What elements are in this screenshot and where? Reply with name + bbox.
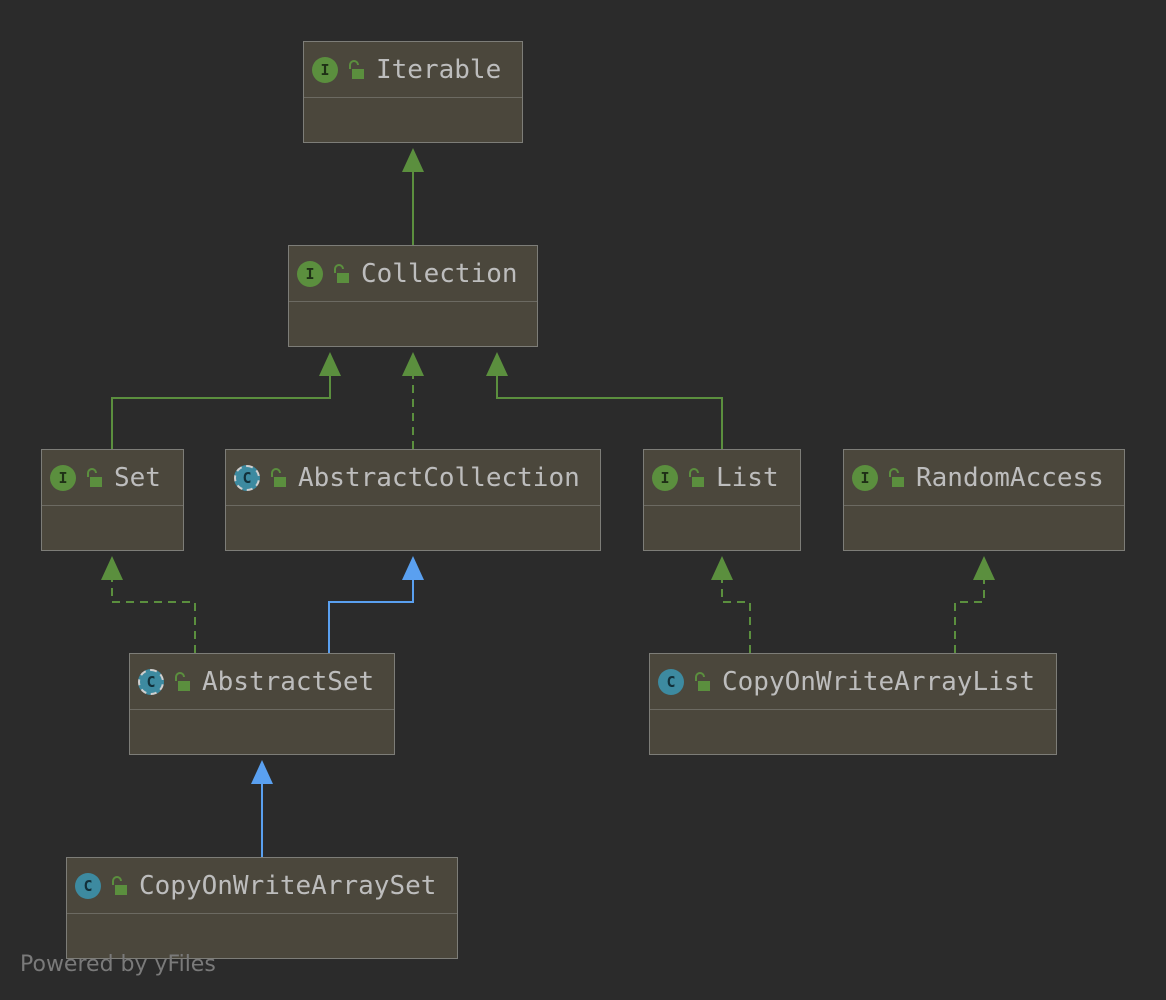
edge-copy-on-write-array-set-to-abstract-set <box>251 760 273 857</box>
interface-icon: I <box>297 260 323 287</box>
node-name: List <box>716 462 779 493</box>
node-iterable[interactable]: I Iterable <box>303 41 523 143</box>
unlocked-padlock-icon <box>271 467 286 487</box>
arrowhead <box>101 556 123 580</box>
unlocked-padlock-icon <box>349 59 364 79</box>
node-header: I Set <box>42 450 183 506</box>
arrowhead <box>402 148 424 172</box>
arrowhead <box>486 352 508 376</box>
node-name: Iterable <box>376 54 502 85</box>
arrowhead <box>402 556 424 580</box>
edge-list-to-collection <box>486 352 723 449</box>
edge-abstract-collection-to-collection <box>402 352 424 449</box>
node-header: I RandomAccess <box>844 450 1124 506</box>
node-members <box>289 302 537 346</box>
node-members <box>844 506 1124 550</box>
interface-icon: I <box>50 464 76 491</box>
interface-icon: I <box>652 464 678 491</box>
node-name: Collection <box>361 258 518 289</box>
node-random-access[interactable]: I RandomAccess <box>843 449 1125 551</box>
edge-abstract-set-to-set <box>101 556 196 653</box>
abstract-class-icon: C <box>234 464 260 491</box>
interface-icon: I <box>312 56 338 83</box>
node-header: C AbstractSet <box>130 654 394 710</box>
node-copy-on-write-array-set[interactable]: C CopyOnWriteArraySet <box>66 857 458 959</box>
node-members <box>304 98 522 142</box>
node-members <box>226 506 600 550</box>
node-header: C CopyOnWriteArrayList <box>650 654 1056 710</box>
node-header: C CopyOnWriteArraySet <box>67 858 457 914</box>
node-list[interactable]: I List <box>643 449 801 551</box>
node-name: Set <box>114 462 161 493</box>
edge-set-to-collection <box>111 352 341 449</box>
node-abstract-set[interactable]: C AbstractSet <box>129 653 395 755</box>
node-members <box>42 506 183 550</box>
node-header: C AbstractCollection <box>226 450 600 506</box>
node-set[interactable]: I Set <box>41 449 184 551</box>
class-icon: C <box>658 668 684 695</box>
arrowhead <box>711 556 733 580</box>
node-name: AbstractCollection <box>298 462 580 493</box>
node-name: AbstractSet <box>202 666 375 697</box>
abstract-class-icon: C <box>138 668 164 695</box>
unlocked-padlock-icon <box>175 671 190 691</box>
edge-copy-on-write-array-list-to-random-access <box>954 556 995 653</box>
node-name: RandomAccess <box>916 462 1104 493</box>
powered-by-footer: Powered by yFiles <box>20 952 216 977</box>
unlocked-padlock-icon <box>695 671 710 691</box>
class-icon: C <box>75 872 101 899</box>
node-copy-on-write-array-list[interactable]: C CopyOnWriteArrayList <box>649 653 1057 755</box>
node-members <box>644 506 800 550</box>
node-header: I Collection <box>289 246 537 302</box>
unlocked-padlock-icon <box>112 875 127 895</box>
node-name: CopyOnWriteArraySet <box>139 870 437 901</box>
arrowhead <box>319 352 341 376</box>
node-collection[interactable]: I Collection <box>288 245 538 347</box>
node-abstract-collection[interactable]: C AbstractCollection <box>225 449 601 551</box>
node-name: CopyOnWriteArrayList <box>722 666 1036 697</box>
unlocked-padlock-icon <box>689 467 704 487</box>
arrowhead <box>973 556 995 580</box>
node-header: I List <box>644 450 800 506</box>
interface-icon: I <box>852 464 878 491</box>
edge-abstract-set-to-abstract-collection <box>328 556 424 653</box>
node-header: I Iterable <box>304 42 522 98</box>
edge-copy-on-write-array-list-to-list <box>711 556 751 653</box>
edge-collection-to-iterable <box>402 148 424 245</box>
arrowhead <box>251 760 273 784</box>
unlocked-padlock-icon <box>334 263 349 283</box>
node-members <box>650 710 1056 754</box>
node-members <box>130 710 394 754</box>
arrowhead <box>402 352 424 376</box>
unlocked-padlock-icon <box>87 467 102 487</box>
unlocked-padlock-icon <box>889 467 904 487</box>
